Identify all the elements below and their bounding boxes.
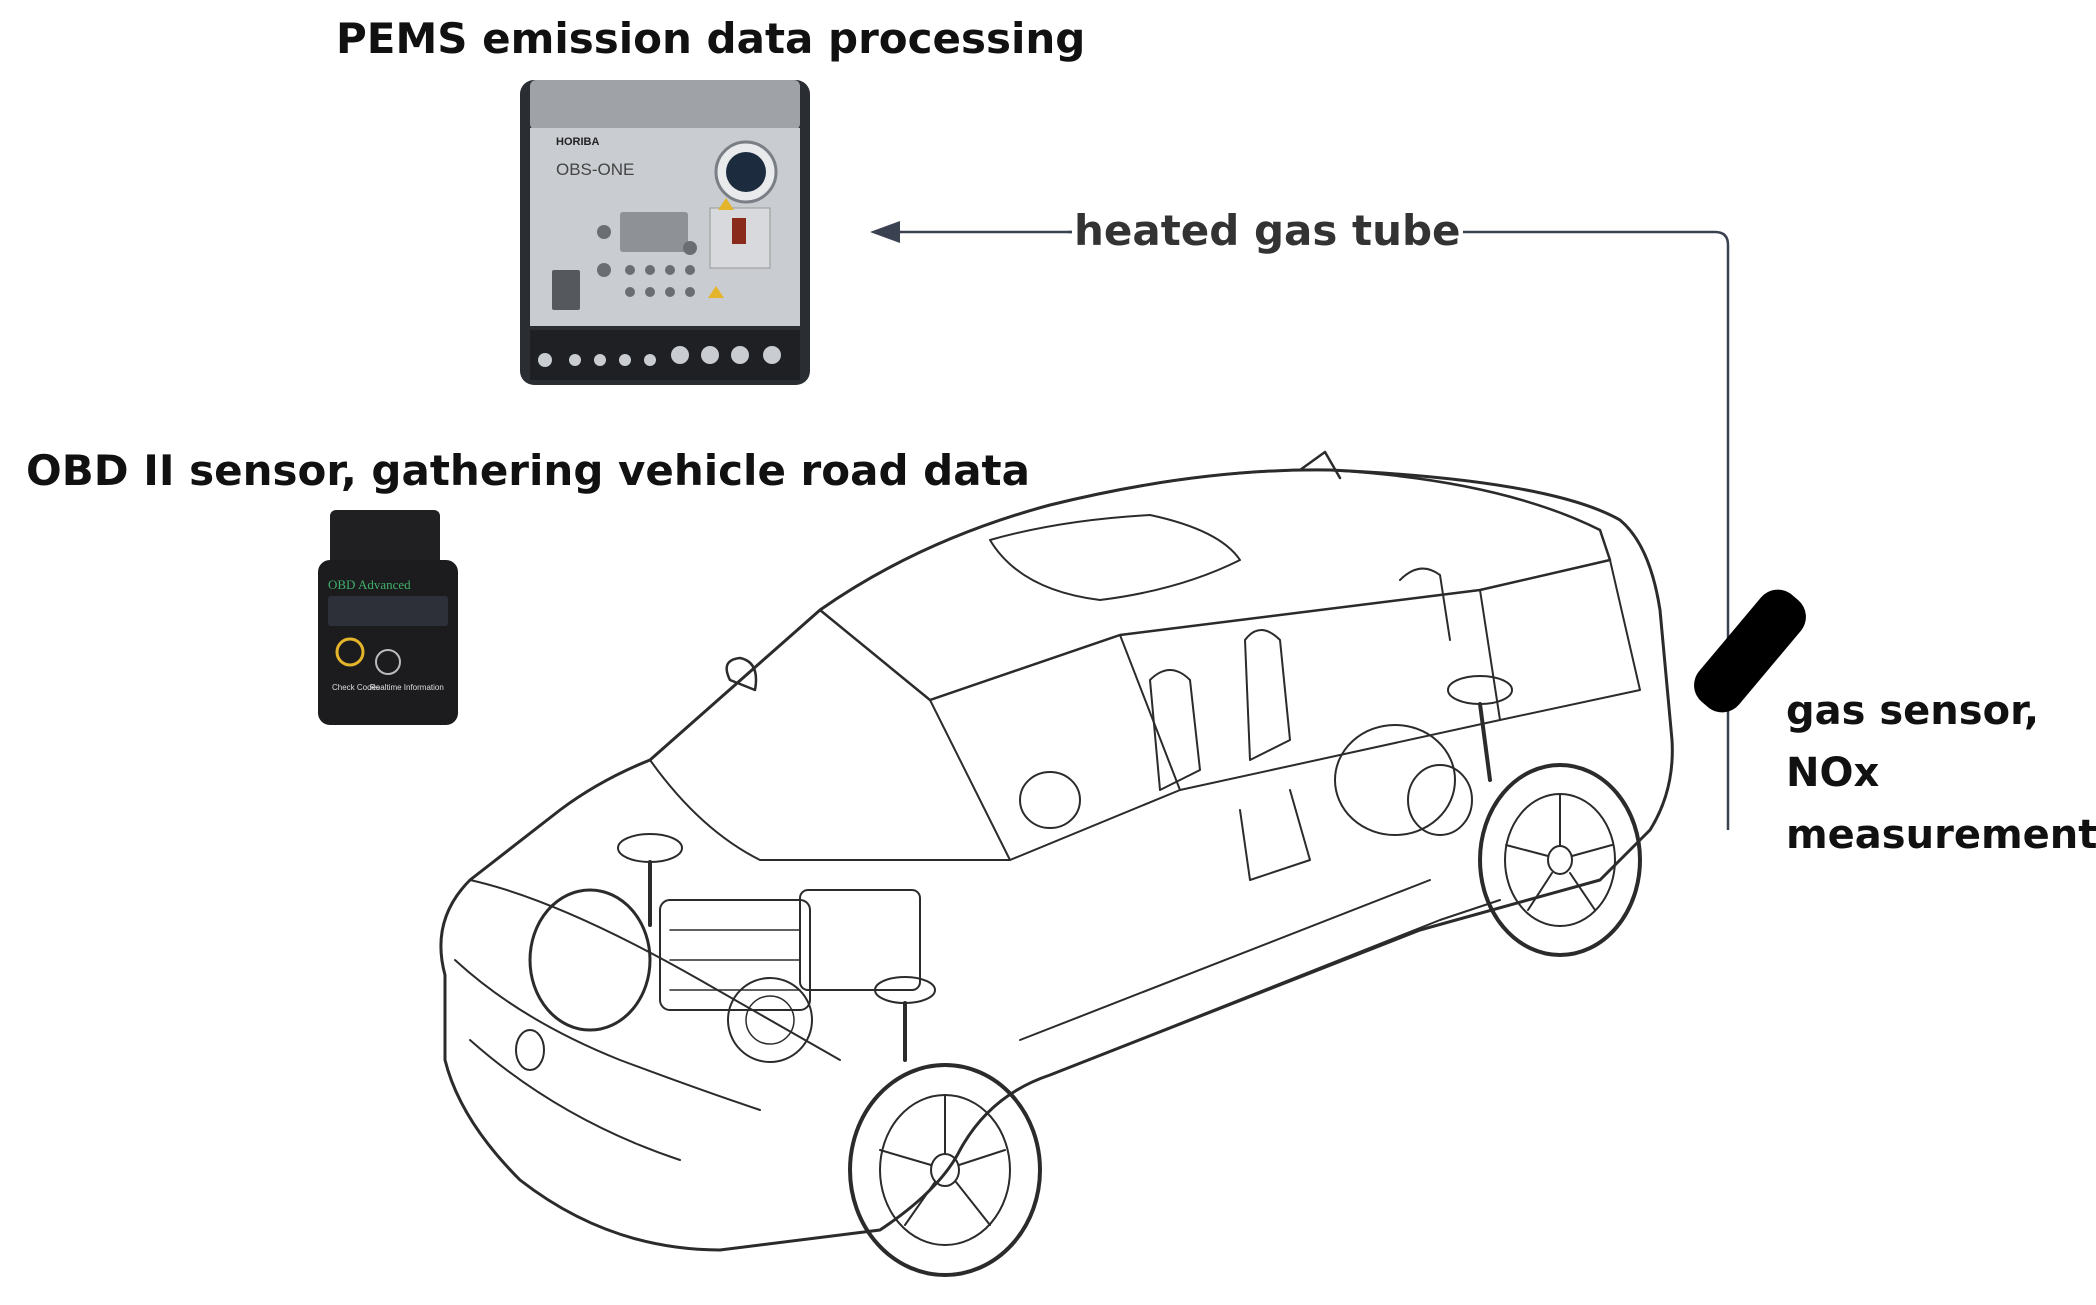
heated-gas-tube-connector	[870, 221, 1730, 830]
gas-sensor-label-line1: gas sensor,	[1786, 688, 2040, 734]
gas-sensor-image	[1694, 589, 1806, 713]
device-brand: HORIBA	[556, 136, 599, 148]
car-illustration	[439, 450, 1674, 1277]
dongle-right-caption: Realtime Information	[370, 683, 444, 692]
heated-gas-tube-label: heated gas tube	[1072, 206, 1463, 255]
gas-sensor-label-line2: NOx	[1786, 750, 1880, 796]
pems-device-image: HORIBA OBS-ONE	[520, 80, 810, 385]
dongle-title: OBD Advanced	[328, 577, 411, 592]
obd-dongle-image: OBD Advanced Check Codes Realtime Inform…	[318, 510, 458, 725]
pems-label: PEMS emission data processing	[336, 14, 1086, 63]
obd-label: OBD II sensor, gathering vehicle road da…	[26, 446, 1030, 495]
dongle-left-caption: Check Codes	[332, 683, 380, 692]
arrow-head	[870, 221, 900, 243]
device-model: OBS-ONE	[556, 160, 634, 179]
gas-sensor-label: gas sensor, NOx measurement	[1786, 680, 2096, 866]
gas-sensor-label-line3: measurement	[1786, 812, 2096, 858]
